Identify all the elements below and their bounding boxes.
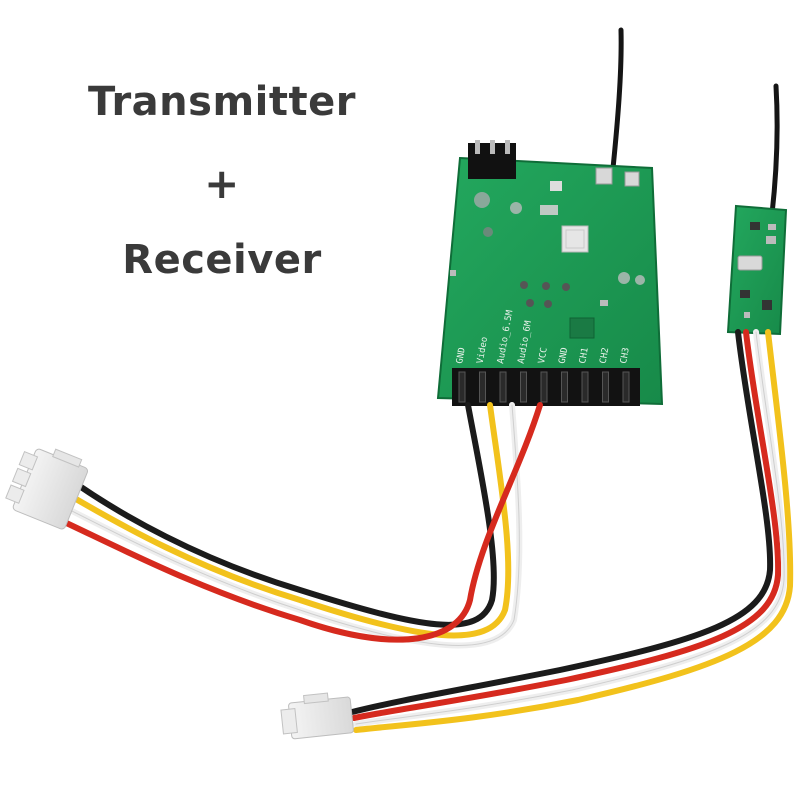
receiver-board <box>726 204 788 336</box>
header-pin <box>499 371 507 403</box>
header-pin <box>581 371 589 403</box>
receiver-wire-harness <box>349 329 794 733</box>
pin-label: GND <box>455 347 468 365</box>
pin-label: Video <box>476 336 491 364</box>
header-pin <box>520 371 527 403</box>
transmitter-wire-harness <box>57 402 543 649</box>
transmitter-connector <box>5 448 88 530</box>
header-pin <box>602 371 609 403</box>
pin-label: CH2 <box>599 347 612 365</box>
receiver-connector <box>280 692 354 740</box>
pin-label: VCC <box>537 347 550 365</box>
pin-label: CH3 <box>619 347 632 365</box>
receiver-antenna <box>769 83 780 217</box>
caption-transmitter: Transmitter <box>88 79 356 125</box>
header-pin <box>561 371 568 403</box>
crystal <box>737 255 763 271</box>
header-pin <box>458 371 466 403</box>
header-pin <box>479 371 486 403</box>
transmitter-antenna <box>609 27 624 181</box>
pin-label: GND <box>558 347 571 365</box>
caption-receiver: Receiver <box>122 237 322 283</box>
header-pin <box>540 371 548 403</box>
pin-label: CH1 <box>578 347 591 365</box>
caption-plus: + <box>204 159 240 208</box>
header-pin <box>622 371 630 403</box>
